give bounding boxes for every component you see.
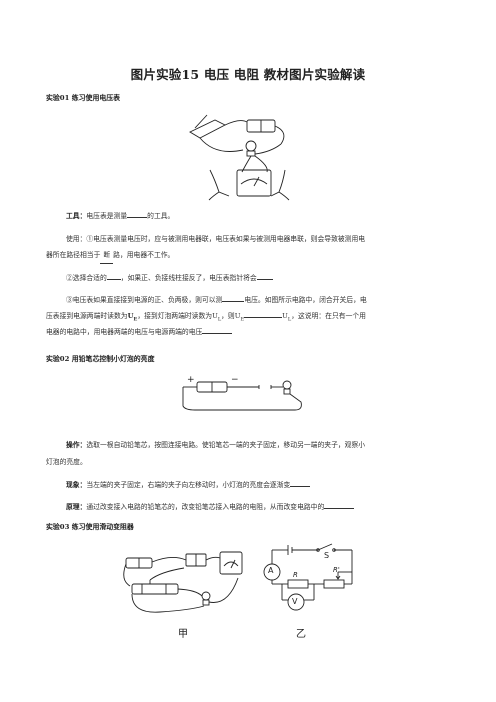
operation-label: 操作： (66, 441, 87, 449)
direct-blank-1 (222, 294, 245, 302)
usage-fill: 断 (100, 248, 114, 264)
operation-line-2: 灯泡的亮度。 (46, 458, 87, 466)
operation-text-a: 选取一根自动铅笔芯，按图连接电路。使铅笔芯一端的夹子固定，移动另一端的夹子，观察… (86, 441, 366, 449)
ue-symbol-2: UE (234, 312, 245, 323)
choose-text-b: ，如果正、负接线柱接反了，电压表指针将会 (120, 274, 257, 282)
usage-line-1: 使用：①电压表测量电压时，应与被测用电器联，电压表如果与被测用电器串联，则会导致… (66, 235, 366, 243)
tool-line: 工具：电压表是测量 的工具。 (66, 209, 174, 224)
direct-text-c3: ，则 (221, 312, 235, 320)
direct-text-c5: ，这说明：在只有一个用 (291, 312, 366, 320)
section-heading-exp2: 实验02 用铅笔芯控制小灯泡的亮度 (46, 355, 155, 363)
principle-text: 通过改变接入电路的铅笔芯的，改变铅笔芯接入电路的电阻，从而改变电路中的 (86, 503, 325, 511)
svg-text:−: − (231, 375, 239, 385)
ue-sub: E (133, 316, 138, 323)
ul-symbol-2: U (282, 312, 288, 320)
direct-text-d: 电器的电路中，用电器两端的电压与电源两端的电压 (46, 328, 203, 336)
tool-end: 的工具。 (147, 212, 175, 220)
direct-line-1: ③电压表如果直接接到电源的正、负两极，则可以测 电压。如图所示电路中，闭合开关后，… (66, 293, 367, 308)
principle-label: 原理： (66, 503, 87, 511)
tool-label: 工具： (66, 212, 87, 220)
voltmeter-circuit-figure (189, 114, 290, 201)
pencil-lead-circuit-figure: + − (182, 375, 302, 411)
rheostat-circuit-figure-jia (123, 551, 243, 613)
direct-line-3: 电器的电路中，用电器两端的电压与电源两端的电压 (46, 325, 233, 340)
choose-blank-2 (256, 272, 273, 280)
rheostat-schematic-figure-yi (263, 543, 353, 611)
voltmeter-label: V (292, 597, 298, 606)
direct-text-c1: 压表接到电源两端时读数为 (46, 312, 128, 320)
ul-sub-2: L (287, 316, 292, 323)
switch-label: S (324, 551, 330, 560)
direct-text-a: ③电压表如果直接接到电源的正、负两极，则可以测 (66, 296, 223, 304)
direct-text-b: 电压。如图所示电路中，闭合开关后，电 (244, 296, 367, 304)
usage-text-a: 器所在路径相当于 (46, 251, 101, 259)
svg-text:+: + (187, 375, 195, 385)
principle-blank (324, 501, 355, 509)
phenomenon-line: 现象：当左端的夹子固定，右端的夹子向左移动时，小灯泡的亮度会逐渐变 (66, 478, 311, 493)
phenomenon-blank (290, 479, 311, 487)
phenomenon-label: 现象： (66, 481, 87, 489)
choose-line: ②选择合适的 ，如果正、负接线柱接反了，电压表指针将会 (66, 271, 273, 286)
choose-blank-1 (106, 272, 121, 280)
resistor-rprime-label: R' (333, 566, 340, 574)
phenomenon-text: 当左端的夹子固定，右端的夹子向左移动时，小灯泡的亮度会逐渐变 (86, 481, 291, 489)
principle-line: 原理：通过改变接入电路的铅笔芯的，改变铅笔芯接入电路的电阻，从而改变电路中的 (66, 500, 355, 515)
operation-line-1: 操作：选取一根自动铅笔芯，按图连接电路。使铅笔芯一端的夹子固定，移动另一端的夹子… (66, 438, 365, 453)
resistor-r-label: R (293, 571, 298, 579)
ammeter-label: A (268, 566, 274, 575)
section-heading-exp3: 实验03 练习使用滑动变阻器 (46, 523, 134, 531)
direct-text-c2: ，接到灯泡两端时读数为 (137, 312, 213, 320)
usage-text-b: 路，用电器不工作。 (113, 251, 175, 259)
ue-symbol: U (127, 312, 134, 320)
section-heading-exp1: 实验01 练习使用电压表 (46, 94, 121, 102)
figure-label-yi: 乙 (296, 629, 306, 640)
figure-label-jia: 甲 (178, 629, 188, 640)
ul-sub: L (217, 316, 222, 323)
direct-blank-3 (202, 326, 233, 334)
tool-text: 电压表是测量 (86, 212, 128, 220)
page-title: 图片实验15 电压 电阻 教材图片实验解读 (130, 67, 366, 82)
usage-line-2: 器所在路径相当于断路，用电器不工作。 (46, 248, 174, 264)
ul-symbol: U (212, 312, 218, 320)
choose-text-a: ②选择合适的 (66, 274, 107, 282)
direct-blank-2 (244, 310, 283, 318)
tool-blank (127, 210, 148, 218)
